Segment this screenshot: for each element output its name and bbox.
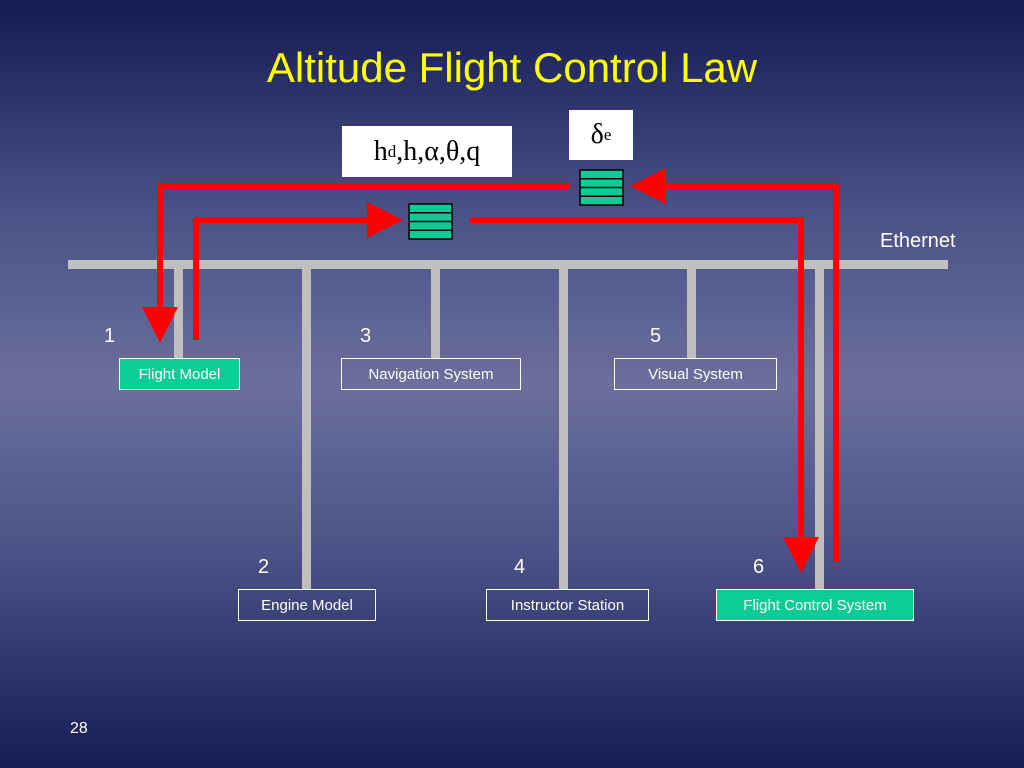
drop-engine-model [302,266,311,589]
output-buffer-icon [579,169,624,206]
signal-path-outbound [193,202,403,340]
node-number-1: 1 [104,325,116,347]
node-number-2: 2 [258,556,270,578]
signal-path-return [630,168,839,562]
node-flight-control-system: Flight Control System [716,589,914,621]
drop-visual-system [687,266,696,358]
node-number-3: 3 [360,325,372,347]
output-signal-main: δ [590,119,604,150]
node-flight-model: Flight Model [119,358,240,390]
signal-path-to-fcs [470,217,819,573]
ethernet-bus [68,260,948,269]
output-signal-sub: e [603,125,612,144]
input-buffer-icon [408,203,453,240]
slide-title: Altitude Flight Control Law [266,44,758,91]
drop-flight-model [174,266,183,358]
page-number: 28 [70,720,88,737]
node-number-6: 6 [753,556,765,578]
drop-navigation-system [431,266,440,358]
node-engine-model: Engine Model [238,589,376,621]
drop-instructor-station [559,266,568,589]
signal-path-to-flight-model [142,183,570,343]
node-instructor-station: Instructor Station [486,589,649,621]
ethernet-label: Ethernet [880,230,956,252]
node-number-5: 5 [650,325,662,347]
input-signal-sub: d [387,141,397,161]
input-signal-rest: ,h,α,θ,q [396,135,481,167]
drop-flight-control-system [815,266,824,589]
node-navigation-system: Navigation System [341,358,521,390]
node-visual-system: Visual System [614,358,777,390]
input-signal-main: h [373,135,388,167]
node-number-4: 4 [514,556,526,578]
